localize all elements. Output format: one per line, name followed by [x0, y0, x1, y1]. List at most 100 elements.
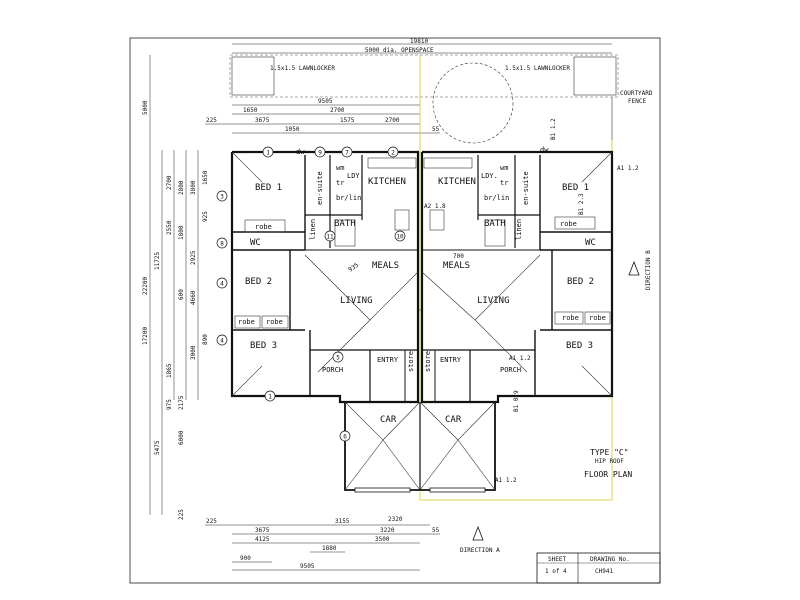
- roof-line-r4: [421, 271, 476, 321]
- marker-label: 1: [266, 150, 270, 157]
- room-tr-right: tr: [500, 179, 508, 187]
- marker-label: 6: [343, 434, 347, 441]
- marker-label: 3: [220, 194, 224, 201]
- kitchen-bench-l: [367, 157, 417, 169]
- room-bed2-right: BED 2: [567, 277, 594, 287]
- label-lawnlocker-right: 1.5x1.5 LAWNLOCKER: [505, 65, 570, 72]
- direction-b-label: DIRECTION B: [645, 250, 652, 290]
- dim-225-top: 225: [206, 117, 217, 124]
- dim-225-bottom: 225: [206, 518, 217, 525]
- dim-1865-left: 1865: [166, 363, 173, 378]
- robe-l-bed2a: [234, 315, 261, 329]
- dim-2700-left: 2700: [166, 175, 173, 190]
- dim-22200-left: 22200: [142, 277, 149, 295]
- marker-label: 1: [268, 394, 272, 401]
- room-bed3-left: BED 3: [250, 341, 277, 351]
- drawing-label: DRAWING No.: [590, 556, 630, 563]
- note-b1b: B1 0.9: [513, 390, 520, 412]
- room-linen-right: linen: [515, 219, 523, 240]
- kitchen-bench-r: [423, 157, 473, 169]
- drawing-value: CH941: [595, 568, 613, 575]
- dim-17200-left: 17200: [142, 327, 149, 345]
- robe-r-bed2a: [554, 311, 584, 325]
- room-ldy-left: LDY.: [347, 172, 364, 180]
- roof-line-r1: [581, 151, 613, 183]
- dim-1880-bottom: 1880: [322, 545, 337, 552]
- courtyard-label-1: COURTYARD: [620, 90, 653, 97]
- roof-line-l3: [304, 254, 371, 321]
- room-store-right: store: [424, 351, 432, 372]
- room-bed3-right: BED 3: [566, 341, 593, 351]
- bath-tub-r: [484, 219, 506, 247]
- room-store-left: store: [407, 351, 415, 372]
- dim-5475-left: 5475: [154, 440, 161, 455]
- dim-2320-bottom: 2320: [388, 516, 403, 523]
- note-a1-porch: A1 1.2: [509, 355, 531, 362]
- marker-label: 11: [326, 234, 334, 241]
- note-b1c: B1 2.3: [578, 193, 585, 215]
- marker-circle: [339, 430, 351, 442]
- direction-a-arrow-icon: [472, 525, 484, 541]
- title-roof: HIP ROOF: [595, 458, 624, 465]
- marker-circle: [394, 230, 406, 242]
- dim-55-top: 55: [432, 126, 440, 133]
- room-dw-left: dw: [296, 148, 305, 156]
- dim-3675-top: 3675: [255, 117, 270, 124]
- robe-label-r3: robe: [589, 314, 606, 322]
- dim-overall: 19810: [410, 38, 428, 45]
- marker-circle: [264, 390, 276, 402]
- room-meals-left: MEALS: [372, 261, 399, 271]
- note-a2: A2 1.8: [424, 203, 446, 210]
- dim-2925-left: 2925: [190, 250, 197, 265]
- direction-a-label: DIRECTION A: [460, 547, 500, 554]
- garage-roof-r: [457, 401, 496, 491]
- room-wc-right: WC: [585, 238, 596, 248]
- dim-3000-left: 3000: [190, 345, 197, 360]
- robe-label-l1: robe: [255, 223, 272, 231]
- dim-1650-top: 1650: [243, 107, 258, 114]
- room-brlin-right: br/lin: [484, 194, 509, 202]
- dim-3500-bottom: 3500: [375, 536, 390, 543]
- marker-circle: [216, 237, 228, 249]
- lawnlocker-right: [573, 56, 617, 96]
- dim-225-left: 225: [178, 509, 185, 520]
- roof-line-r5: [474, 319, 528, 373]
- room-porch-left: PORCH: [322, 366, 343, 374]
- marker-circle: [216, 190, 228, 202]
- dim-1650-left: 1650: [202, 170, 209, 185]
- dim-4125-bottom: 4125: [255, 536, 270, 543]
- note-a1-top: A1 1.2: [617, 165, 639, 172]
- label-lawnlocker-left: 1.5x1.5 LAWNLOCKER: [270, 65, 335, 72]
- dim-1800-left: 1800: [178, 225, 185, 240]
- room-bed1-right: BED 1: [562, 183, 589, 193]
- room-entry-left: ENTRY: [377, 356, 399, 364]
- marker-circle: [332, 351, 344, 363]
- room-living-left: LIVING: [340, 296, 373, 306]
- robe-l-bed1: [244, 219, 286, 233]
- marker-circle: [314, 146, 326, 158]
- marker-label: 10: [396, 234, 404, 241]
- marker-label: 4: [220, 281, 224, 288]
- garage-roof-l: [344, 401, 384, 491]
- marker-circle: [324, 230, 336, 242]
- title-type: TYPE "C": [590, 448, 629, 457]
- marker-circle: [387, 146, 399, 158]
- marker-circle: [341, 146, 353, 158]
- note-935: 935: [347, 261, 360, 273]
- dim-2175-left: 2175: [178, 395, 185, 410]
- marker-circle: [216, 334, 228, 346]
- dim-openspace: 5000 dia. OPENSPACE: [365, 47, 434, 54]
- room-wm-right: wm: [500, 164, 508, 172]
- marker-label: 8: [220, 241, 224, 248]
- lawnlocker-left: [231, 56, 275, 96]
- dim-6000-left: 6000: [178, 430, 185, 445]
- dim-600-left: 600: [178, 289, 185, 300]
- dim-2800-left: 2800: [178, 180, 185, 195]
- dim-3800-left: 3800: [190, 180, 197, 195]
- garage-roof-r2: [419, 401, 459, 441]
- openspace-circle: [432, 62, 514, 144]
- marker-label: 5: [336, 355, 340, 362]
- dim-9505-top: 9505: [318, 98, 333, 105]
- dim-9505-bottom: 9505: [300, 563, 315, 570]
